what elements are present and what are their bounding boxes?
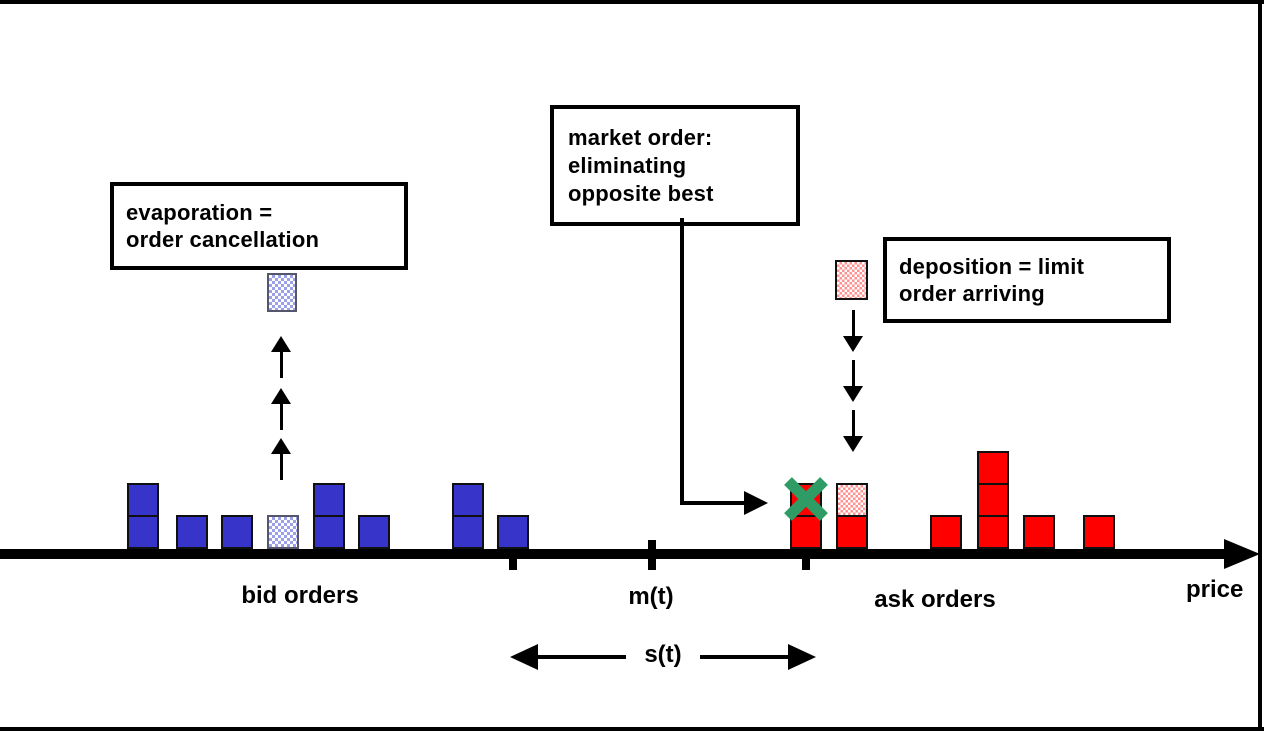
- spread-label: s(t): [644, 641, 682, 668]
- bid-order-cell: [313, 515, 345, 549]
- axis-tick: [648, 540, 656, 570]
- bid-order-cell: [497, 515, 529, 549]
- ask-column: [977, 451, 1009, 549]
- ask-order-cell: [930, 515, 962, 549]
- bid-order-cell: [358, 515, 390, 549]
- right-arrow-icon: [788, 644, 816, 670]
- right-arrow-icon: [744, 491, 768, 515]
- price-axis: [0, 549, 1230, 559]
- arriving-order-square: [835, 260, 868, 300]
- down-arrow-icon: [843, 410, 863, 452]
- ask-order-cell: [790, 483, 822, 517]
- bid-order-cell: [452, 483, 484, 517]
- up-arrow-icon: [271, 336, 291, 378]
- bid-column: [452, 483, 484, 549]
- down-arrow-icon: [843, 360, 863, 402]
- bid-column: [358, 515, 390, 549]
- ask-order-cell: [977, 483, 1009, 517]
- ask-orders-label: ask orders: [874, 586, 996, 613]
- top-border: [0, 0, 1264, 4]
- deposition-label-box: deposition = limit order arriving: [883, 237, 1171, 323]
- bid-column: [313, 483, 345, 549]
- ask-order-cell: [977, 451, 1009, 485]
- ask-order-cell: [836, 483, 868, 517]
- right-border: [1258, 0, 1262, 731]
- bid-column: [221, 515, 253, 549]
- market-order-label-box: market order: eliminating opposite best: [550, 105, 800, 226]
- ask-order-cell: [790, 515, 822, 549]
- bid-orders-label: bid orders: [241, 582, 359, 609]
- bid-order-cell: [267, 515, 299, 549]
- evaporation-line-2: order cancellation: [126, 227, 320, 252]
- down-arrow-icon: [843, 310, 863, 352]
- mid-price-label: m(t): [628, 583, 674, 610]
- bid-order-cell: [221, 515, 253, 549]
- bid-column: [497, 515, 529, 549]
- bid-column: [127, 483, 159, 549]
- deposition-line-2: order arriving: [899, 281, 1045, 306]
- evaporation-label-box: evaporation = order cancellation: [110, 182, 408, 270]
- axis-tick: [509, 540, 517, 570]
- axis-tick: [802, 540, 810, 570]
- deposition-line-1: deposition = limit: [899, 254, 1085, 279]
- ask-column: [784, 477, 828, 549]
- evaporation-line-1: evaporation =: [126, 200, 273, 225]
- ask-order-cell: [977, 515, 1009, 549]
- market-order-line-3: opposite best: [568, 180, 714, 206]
- market-order-line-1: market order:: [568, 124, 713, 150]
- spread-arrow-line: [536, 655, 626, 659]
- bid-column: [267, 515, 299, 549]
- ask-column: [930, 515, 962, 549]
- bid-order-cell: [452, 515, 484, 549]
- ask-order-cell: [1083, 515, 1115, 549]
- bid-column: [176, 515, 208, 549]
- left-arrow-icon: [510, 644, 538, 670]
- ask-column: [836, 483, 868, 549]
- spread-arrow-line: [700, 655, 790, 659]
- bid-order-cell: [127, 483, 159, 517]
- bid-order-cell: [313, 483, 345, 517]
- bid-order-cell: [176, 515, 208, 549]
- bottom-border: [0, 727, 1264, 731]
- price-axis-arrowhead-icon: [1224, 539, 1260, 569]
- bid-order-cell: [127, 515, 159, 549]
- up-arrow-icon: [271, 438, 291, 480]
- market-order-connector-line: [680, 218, 684, 503]
- ask-order-cell: [836, 515, 868, 549]
- price-axis-label: price: [1186, 576, 1244, 603]
- ask-column: [1083, 515, 1115, 549]
- cancelled-order-square: [267, 273, 297, 312]
- ask-order-cell: [1023, 515, 1055, 549]
- market-order-line-2: eliminating: [568, 152, 687, 178]
- ask-column: [1023, 515, 1055, 549]
- up-arrow-icon: [271, 388, 291, 430]
- market-order-connector-line: [680, 501, 744, 505]
